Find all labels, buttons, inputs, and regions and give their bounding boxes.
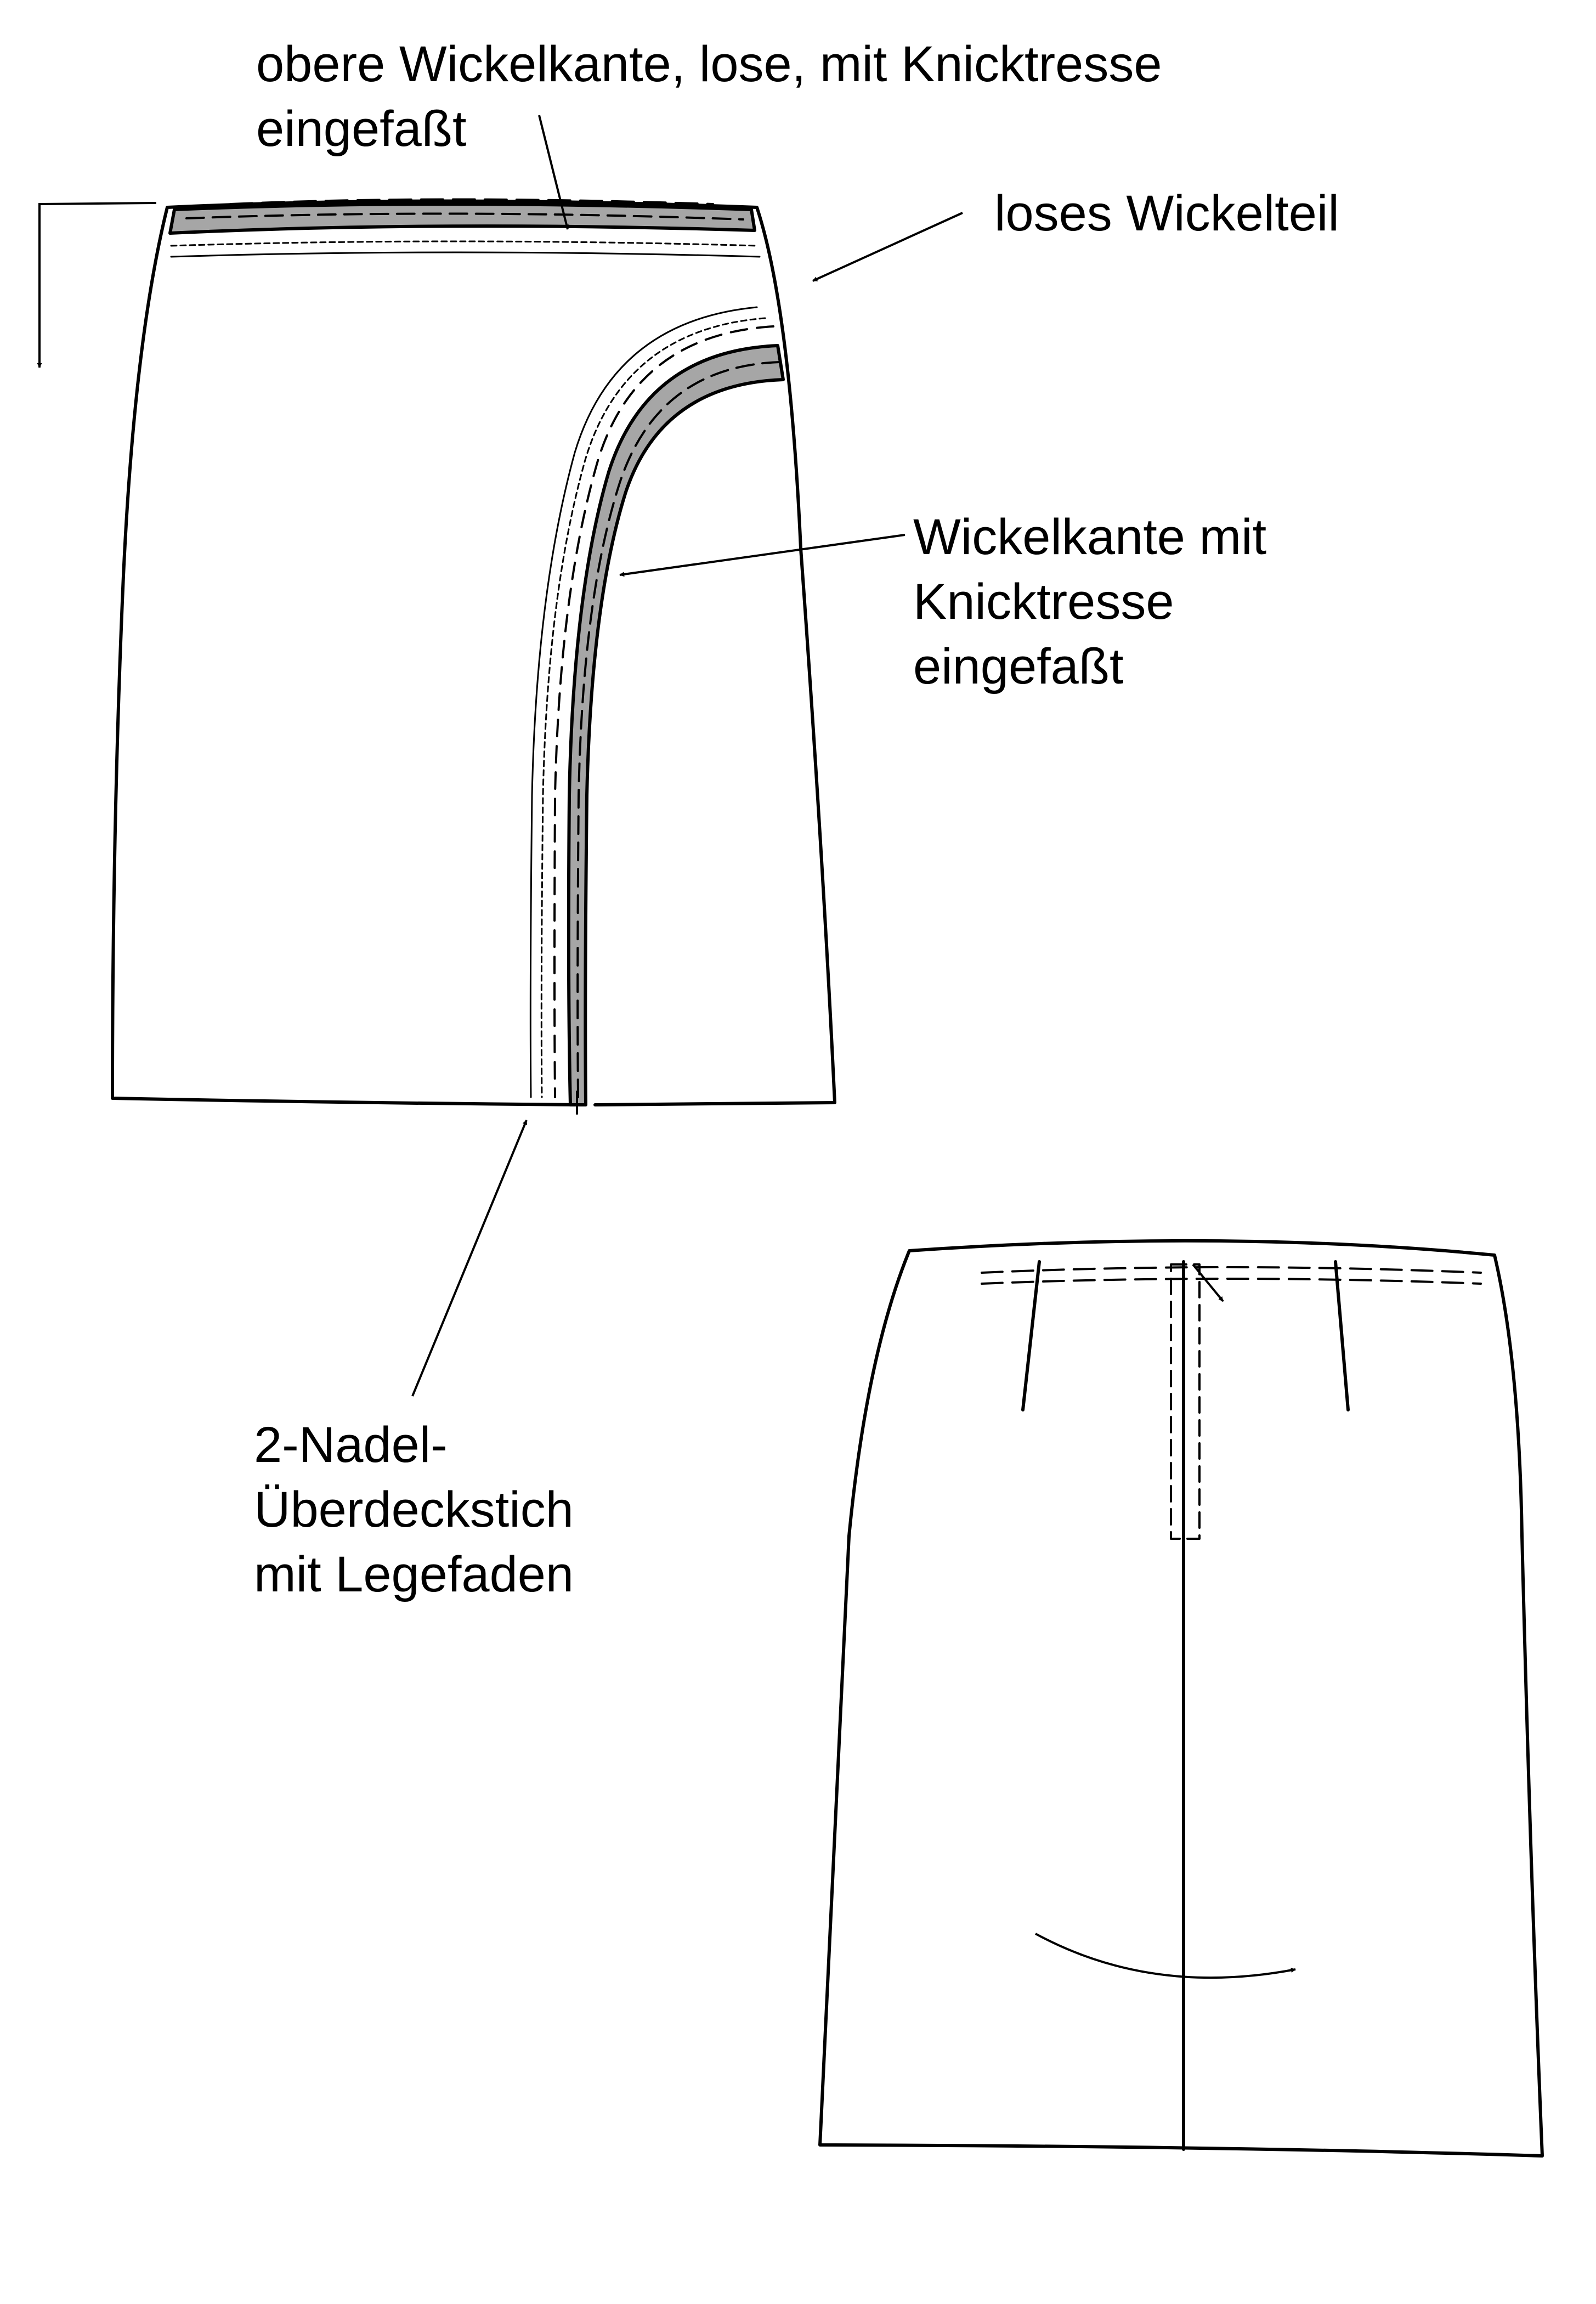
wrap-edge-coverstitch: [540, 317, 766, 1098]
label-upper-wrap-edge-line-2: eingefaßt: [256, 101, 467, 157]
wrap-edge-stitch-dashed: [576, 361, 781, 1098]
zipper-pull-arrow: [1192, 1263, 1224, 1302]
label-upper-wrap-edge: obere Wickelkante, lose, mit Knicktresse…: [256, 32, 1162, 161]
label-coverstitch-line-1: 2-Nadel-: [254, 1417, 448, 1473]
wrap-edge-dashed-outer: [553, 325, 774, 1098]
front-view-skirt: [111, 198, 836, 1115]
label-wrap-edge-binding: Wickelkante mit Knicktresse eingefaßt: [913, 505, 1266, 699]
back-skirt-outline: [818, 1239, 1544, 2158]
wrap-edge-arrow: [619, 534, 905, 577]
waistband-coverstitch-2: [170, 251, 761, 258]
label-wrap-edge-binding-line-2: Knicktresse: [913, 574, 1174, 630]
label-loose-wrap-part-line-1: loses Wickelteil: [994, 185, 1339, 241]
waistband-coverstitch: [170, 240, 759, 247]
back-view-skirt: [818, 1239, 1544, 2158]
label-upper-wrap-edge-line-1: obere Wickelkante, lose, mit Knicktresse: [256, 36, 1162, 92]
fold-back-arrow: [37, 202, 157, 368]
back-right-dart: [1334, 1260, 1350, 1411]
loose-part-arrow: [812, 212, 963, 282]
label-coverstitch-line-3: mit Legefaden: [254, 1546, 574, 1602]
upper-edge-leader: [538, 115, 569, 230]
label-coverstitch: 2-Nadel- Überdeckstich mit Legefaden: [254, 1413, 574, 1607]
waistband-stitch-dashed: [185, 212, 744, 221]
back-waist-seam-dashed: [981, 1278, 1482, 1285]
front-view-arrows: [37, 115, 963, 1397]
back-left-dart: [1021, 1260, 1041, 1411]
wrap-edge-coverstitch-2: [529, 306, 758, 1098]
waistband-top-dashed: [229, 198, 714, 205]
label-wrap-edge-binding-line-1: Wickelkante mit: [913, 509, 1267, 565]
back-view-arrows: [1035, 1263, 1296, 1979]
back-waist-dashed: [981, 1266, 1482, 1274]
label-coverstitch-line-2: Überdeckstich: [254, 1482, 574, 1538]
wrap-edge-binding: [567, 344, 785, 1106]
coverstitch-arrow: [411, 1120, 528, 1397]
waistband-binding: [168, 202, 756, 235]
wrap-direction-arrow: [1035, 1933, 1296, 1979]
label-loose-wrap-part: loses Wickelteil: [994, 181, 1339, 246]
label-wrap-edge-binding-line-3: eingefaßt: [913, 639, 1124, 694]
front-skirt-outline: [111, 199, 836, 1106]
